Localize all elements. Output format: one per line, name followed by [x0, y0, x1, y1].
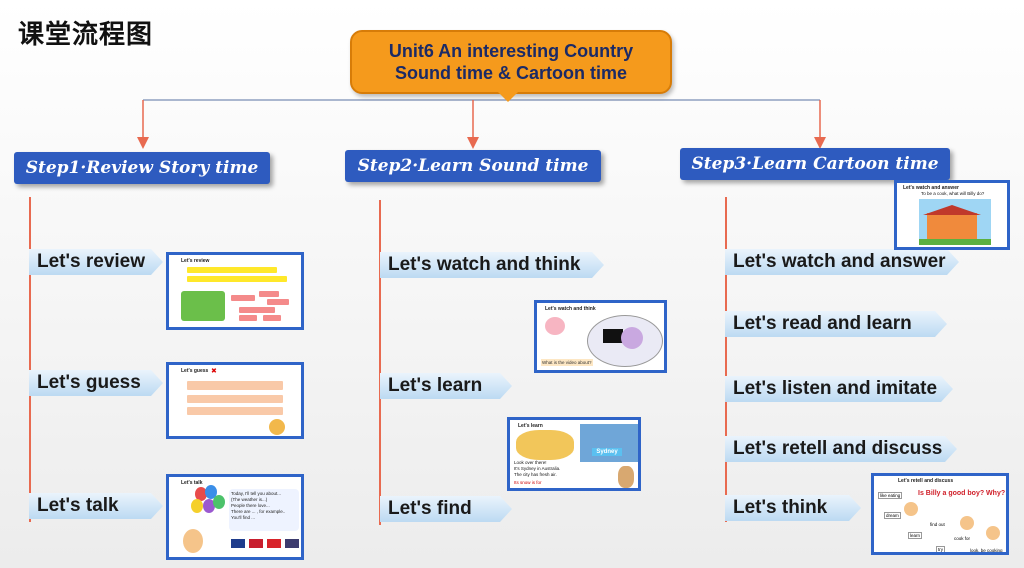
- step1-header: Step1·Review Story time: [14, 152, 270, 184]
- step3-header: Step3·Learn Cartoon time: [680, 148, 950, 180]
- thumbnail-guess-title: Let's guess: [181, 368, 209, 374]
- thumbnail-review: Let's review: [166, 252, 304, 330]
- thumbnail-guess: Let's guess ✖: [166, 362, 304, 439]
- thumbnail-learn-city: Sydney: [592, 448, 622, 456]
- thumbnail-watch-answer: Let's watch and answer To be a cook, wha…: [894, 180, 1010, 250]
- retell-word: cook for: [954, 536, 971, 541]
- thumbnail-learn-text2: Its snow is for: [514, 480, 542, 485]
- step1-line: [29, 197, 31, 522]
- step1-item-review: Let's review: [29, 249, 163, 275]
- step2-item-watch-think: Let's watch and think: [380, 252, 604, 278]
- step3-line: [725, 197, 727, 522]
- thumbnail-watch-think-title: Let's watch and think: [545, 306, 596, 312]
- step1-item-talk: Let's talk: [29, 493, 163, 519]
- step3-item-retell-discuss: Let's retell and discuss: [725, 436, 957, 462]
- thumbnail-retell: Let's retell and discuss Is Billy a good…: [871, 473, 1009, 555]
- step2-item-find: Let's find: [380, 496, 512, 522]
- thumbnail-watch-answer-title: Let's watch and answer: [903, 185, 959, 191]
- thumbnail-learn-title: Let's learn: [518, 423, 543, 429]
- thumbnail-talk-title: Let's talk: [181, 480, 203, 486]
- step1-item-guess: Let's guess: [29, 370, 163, 396]
- retell-word: try: [936, 546, 945, 552]
- retell-word: like eating: [878, 492, 903, 499]
- step2-header: Step2·Learn Sound time: [345, 150, 601, 182]
- thumbnail-watch-think-question: What is the video about?: [541, 359, 593, 366]
- step3-item-watch-answer: Let's watch and answer: [725, 249, 959, 275]
- topic-line2: Sound time & Cartoon time: [394, 63, 627, 83]
- retell-word: look, be cooking: [970, 548, 1003, 553]
- thumbnail-learn-text: Look over there! It's Sydney in Australi…: [514, 460, 561, 477]
- thumbnail-retell-question: Is Billy a good boy? Why?: [918, 490, 1006, 497]
- thumbnail-retell-title: Let's retell and discuss: [898, 478, 954, 484]
- thumbnail-talk: Let's talk Today, I'll tell you about...…: [166, 474, 304, 560]
- thumbnail-watch-answer-question: To be a cook, what will Billy do?: [921, 191, 985, 196]
- step2-line: [379, 200, 381, 525]
- page-title: 课堂流程图: [18, 19, 154, 49]
- step3-item-read-learn: Let's read and learn: [725, 311, 947, 337]
- thumbnail-watch-think: Let's watch and think What is the video …: [534, 300, 667, 373]
- step3-item-listen-imitate: Let's listen and imitate: [725, 376, 953, 402]
- thumbnail-learn: Let's learn Sydney Look over there! It's…: [507, 417, 641, 491]
- retell-word: find out: [930, 522, 945, 527]
- step3-item-think: Let's think: [725, 495, 861, 521]
- topic-line1: Unit6 An interesting Country: [388, 41, 634, 61]
- step2-item-learn: Let's learn: [380, 373, 512, 399]
- thumbnail-talk-text: Today, I'll tell you about... (The weath…: [229, 489, 299, 531]
- retell-word: learn: [908, 532, 923, 539]
- retell-word: dream: [884, 512, 901, 519]
- thumbnail-review-title: Let's review: [181, 258, 210, 264]
- close-icon: ✖: [211, 368, 217, 375]
- topic-box: Unit6 An interesting Country Sound time …: [350, 30, 672, 102]
